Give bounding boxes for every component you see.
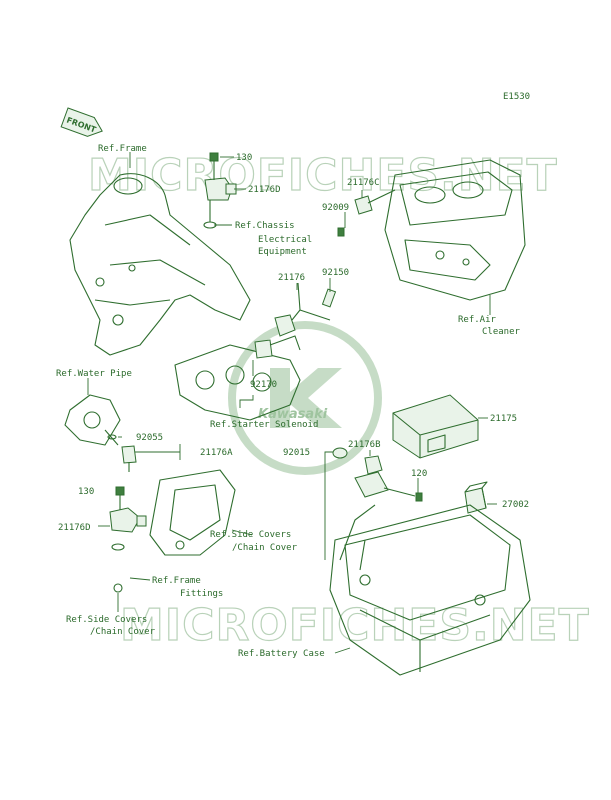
sensor-21176B-part (354, 455, 423, 502)
water-pipe-part (64, 394, 137, 472)
label-ref-chassis-2: Electrical (258, 235, 312, 245)
leader-lines (87, 152, 497, 654)
label-130-top: 130 (236, 153, 252, 163)
sensor-21176-part (274, 282, 337, 337)
part-labels: Ref.Frame 130 21176D Ref.Chassis Electri… (56, 144, 529, 659)
label-21176D-top: 21176D (248, 185, 281, 195)
label-ref-frame-fit-1: Ref.Frame (152, 576, 201, 586)
label-ref-frame-fit-2: Fittings (180, 589, 223, 599)
label-21176C: 21176C (347, 178, 380, 188)
label-21176A: 21176A (200, 448, 233, 458)
label-ref-chassis-3: Equipment (258, 247, 307, 257)
relay-27002-part (464, 481, 488, 514)
label-130-left: 130 (78, 487, 94, 497)
clamp-92015-part (332, 447, 348, 459)
label-21176D-left: 21176D (58, 523, 91, 533)
label-ref-sidecov2-2: /Chain Cover (90, 627, 156, 637)
label-21175: 21175 (490, 414, 517, 424)
label-ref-battery: Ref.Battery Case (238, 649, 325, 659)
label-ref-air-1: Ref.Air (458, 315, 497, 325)
label-ref-sidecov1-2: /Chain Cover (232, 543, 298, 553)
label-ref-air-2: Cleaner (482, 327, 521, 337)
front-arrow-icon: FRONT (60, 107, 103, 137)
diagram-code: E1530 (503, 92, 530, 102)
label-ref-chassis-1: Ref.Chassis (235, 221, 295, 231)
label-ref-starter: Ref.Starter Solenoid (210, 420, 318, 430)
starter-solenoid-part (174, 335, 301, 421)
watermark-top: MICROFICHES.NET (88, 150, 558, 201)
label-ref-frame: Ref.Frame (98, 144, 147, 154)
frame-fitting-part (149, 469, 236, 556)
label-ref-water-pipe: Ref.Water Pipe (56, 369, 132, 379)
battery-case-part (329, 504, 531, 676)
label-27002: 27002 (502, 500, 529, 510)
sensor-21176D-left-part (109, 486, 147, 593)
sensor-21176C-part (337, 189, 396, 237)
sensor-21176D-top-part (203, 152, 237, 229)
label-ref-sidecov2-1: Ref.Side Covers (66, 615, 147, 625)
label-21176B: 21176B (348, 440, 381, 450)
ecu-21175-part (392, 394, 479, 459)
air-cleaner-part (384, 159, 526, 301)
frame-part (69, 173, 251, 356)
label-92055: 92055 (136, 433, 163, 443)
label-21176: 21176 (278, 273, 305, 283)
label-92015: 92015 (283, 448, 310, 458)
kawasaki-logo: Kawasaki (228, 321, 382, 475)
label-ref-sidecov1-1: Ref.Side Covers (210, 530, 291, 540)
label-92170: 92170 (250, 380, 277, 390)
label-92009: 92009 (322, 203, 349, 213)
label-92150: 92150 (322, 268, 349, 278)
label-120: 120 (411, 469, 427, 479)
